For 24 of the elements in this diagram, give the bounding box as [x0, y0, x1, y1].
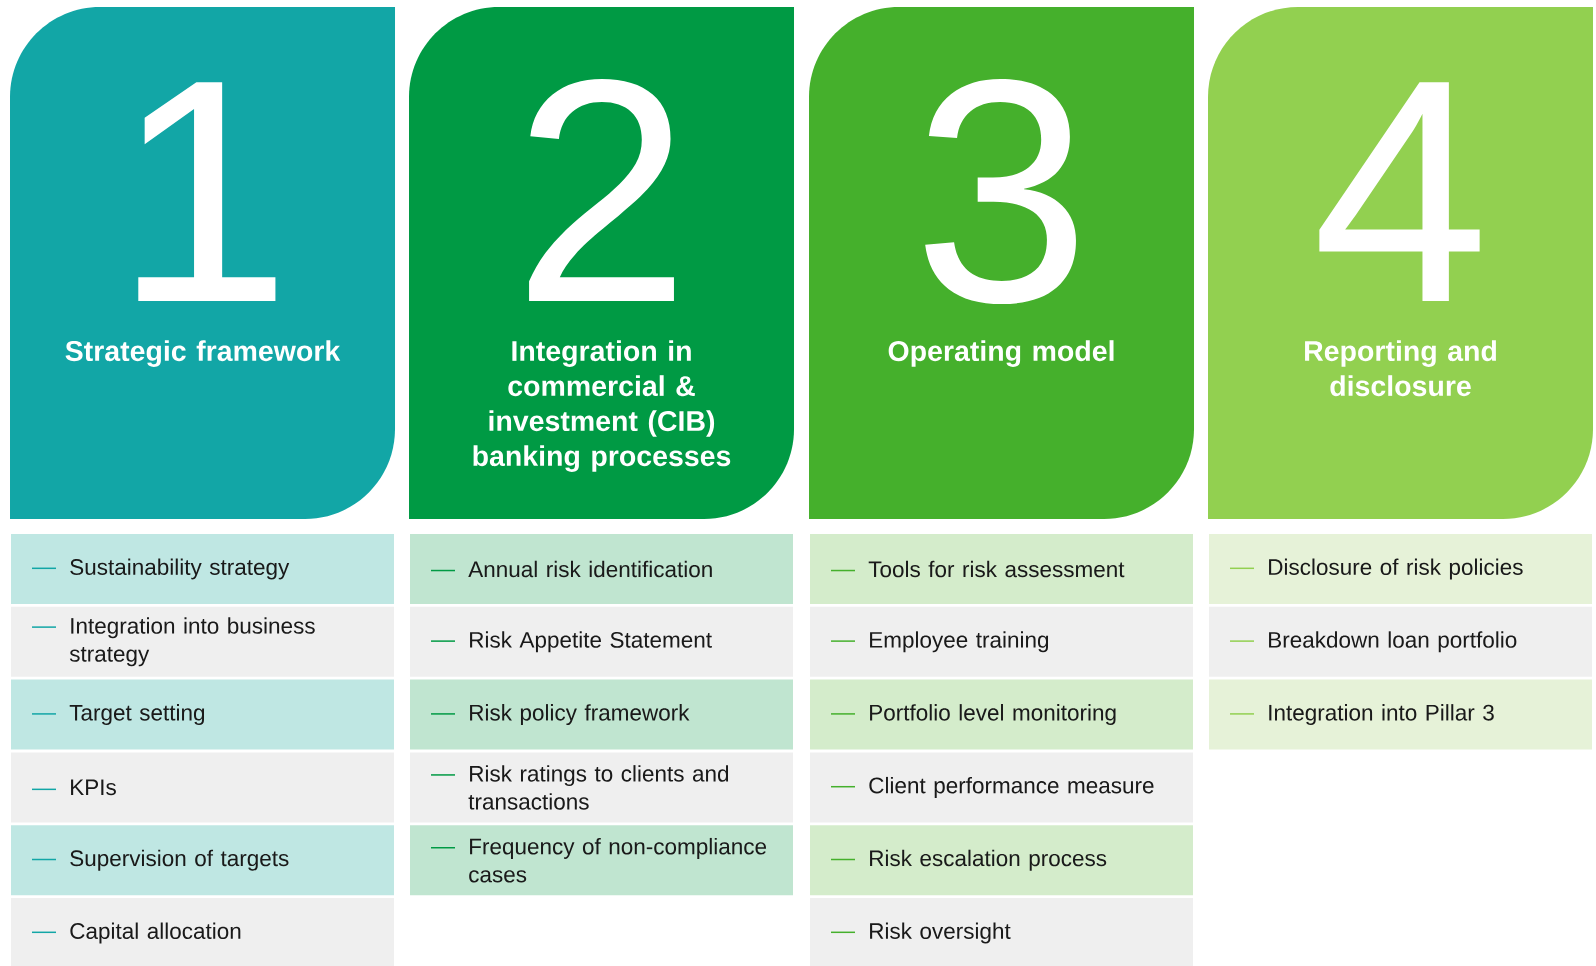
list-item: KPIs	[11, 752, 394, 823]
list-item: Target setting	[11, 679, 394, 750]
list-item: Disclosure of risk policies	[1209, 534, 1592, 604]
header-panel: 1 Strategic framework	[10, 7, 395, 519]
list-item: Risk ratings to clients and transactions	[410, 752, 793, 823]
list-item: Breakdown loan portfolio	[1209, 606, 1592, 677]
list-item: Supervision of targets	[11, 825, 394, 896]
list-item: Frequency of non-compliance cases	[410, 825, 793, 896]
header-panel: 4 Reporting and disclosure	[1208, 7, 1593, 519]
list-item: Capital allocation	[11, 898, 394, 966]
list-item: Annual risk identification	[410, 534, 793, 604]
header-panel: 2 Integration in commercial & investment (CIB) banking processes	[409, 7, 794, 519]
list-item: Portfolio level monitoring	[810, 679, 1193, 750]
list-item: Integration into business strategy	[11, 606, 394, 677]
list-item: Sustainability strategy	[11, 534, 394, 604]
list-item: Tools for risk assessment	[810, 534, 1193, 604]
list-item: Risk escalation process	[810, 825, 1193, 896]
list-item: Risk oversight	[810, 898, 1193, 966]
list-item: Integration into Pillar 3	[1209, 679, 1592, 750]
list-item: Risk Appetite Statement	[410, 606, 793, 677]
list-item: Client performance measure	[810, 752, 1193, 823]
list-item: Risk policy framework	[410, 679, 793, 750]
header-panel: 3 Operating model	[809, 7, 1194, 519]
list-item: Employee training	[810, 606, 1193, 677]
